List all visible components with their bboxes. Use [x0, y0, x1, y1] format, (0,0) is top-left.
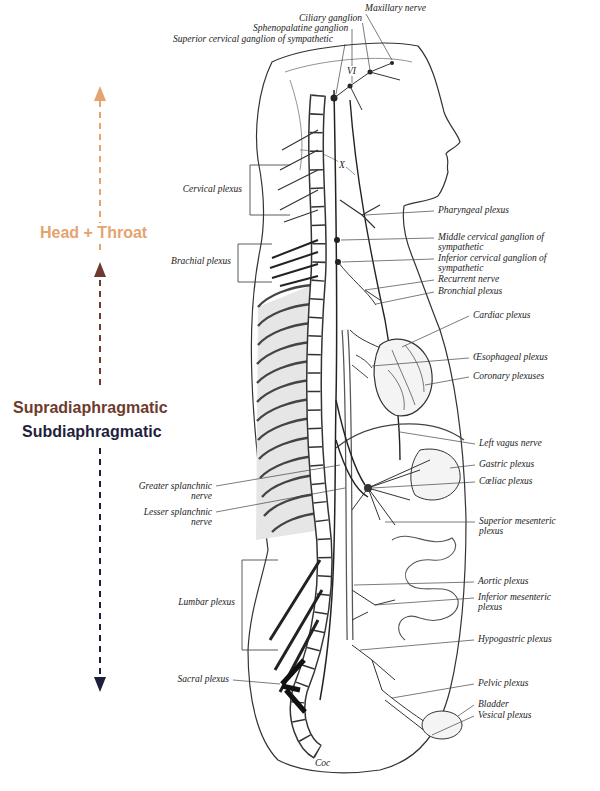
leader-line: [402, 316, 469, 347]
anatomy-label: Inferior cervical ganglion of sympatheti…: [437, 253, 567, 273]
anatomy-label: Lumbar plexus: [177, 597, 236, 607]
region-label: Subdiaphragmatic: [22, 422, 162, 441]
anatomy-label: Recurrent nerve: [437, 274, 500, 284]
stomach: [411, 449, 460, 500]
sacral-nerves: [282, 660, 305, 712]
anatomy-label: Greater splanchnic nerve: [131, 481, 213, 501]
arrow-head: [94, 677, 106, 692]
anatomy-label: Middle cervical ganglion of sympathetic: [437, 232, 567, 252]
leader-line: [458, 705, 474, 716]
anatomy-label: Cardiac plexus: [472, 310, 531, 320]
anatomy-label: Cervical plexus: [182, 184, 243, 194]
arrow-head: [94, 262, 106, 277]
anatomy-label: Superior cervical ganglion of sympatheti…: [172, 34, 334, 44]
coeliac-ganglion: [364, 484, 372, 492]
leader-line: [425, 377, 469, 385]
anatomy-label: X: [338, 160, 346, 170]
diaphragm: [336, 424, 464, 448]
cervical-nerves: [278, 130, 380, 228]
head-nerves: [334, 63, 400, 110]
leader-line: [385, 522, 475, 523]
leader-line: [365, 211, 434, 215]
leader-line: [216, 465, 340, 486]
anatomy-label: Ciliary ganglion: [298, 13, 363, 23]
bracket: [242, 560, 278, 650]
heart: [374, 339, 432, 416]
arrow-head: [94, 86, 106, 101]
leader-line: [216, 488, 345, 512]
anatomy-label: Coc: [314, 758, 331, 768]
leader-line: [376, 292, 434, 304]
splanchnic-nerves: [336, 400, 368, 497]
leader-line: [392, 684, 474, 698]
leader-line: [354, 582, 474, 585]
anatomy-label: Bronchial plexus: [437, 286, 503, 296]
anatomy-label: VI: [346, 66, 357, 76]
leader-line: [336, 44, 345, 94]
anatomy-label: Left vagus nerve: [478, 438, 543, 448]
anatomy-label: Cœliac plexus: [478, 476, 534, 486]
body-outline: [248, 43, 466, 773]
leader-line: [365, 280, 434, 290]
region-label: Supradiaphragmatic: [13, 398, 168, 417]
intestines: [392, 536, 458, 640]
anatomy-label: Superior mesenteric plexus: [478, 516, 575, 536]
leader-line: [360, 640, 474, 650]
anatomy-label: Brachial plexus: [170, 256, 232, 266]
bracket: [250, 165, 290, 215]
anatomy-label: Gastric plexus: [478, 459, 535, 469]
region-arrows: [94, 86, 106, 692]
aorta-lumen: [345, 330, 350, 640]
anatomy-label: Vesical plexus: [477, 710, 533, 720]
sympathetic-chain: [320, 90, 337, 700]
region-label: Head + Throat: [40, 223, 147, 242]
leader-line: [450, 465, 475, 468]
anatomy-label: Sphenopalatine ganglion: [252, 23, 349, 33]
anatomy-label: Maxillary nerve: [364, 3, 427, 13]
leader-line: [372, 482, 475, 488]
leader-line: [342, 259, 434, 262]
dashed-arrow: [99, 448, 101, 678]
ganglia: [331, 61, 395, 265]
anatomy-label: Inferior mesenteric plexus: [477, 592, 574, 612]
oesophageal-lines: [352, 355, 372, 378]
leader-line: [375, 598, 474, 605]
anatomy-label: Pelvic plexus: [477, 678, 529, 688]
leader-line: [362, 20, 370, 70]
coronary-vessels: [388, 345, 424, 410]
leader-lines: [216, 14, 475, 735]
leader-line: [372, 358, 469, 366]
leader-line: [233, 680, 280, 684]
bladder: [422, 711, 462, 739]
anatomy-label: Œsophageal plexus: [472, 352, 549, 362]
anatomy-label: Pharyngeal plexus: [437, 205, 510, 215]
dashed-arrow: [99, 276, 101, 385]
aorta: [345, 330, 350, 640]
coeliac-plexus-lines: [352, 460, 430, 525]
leader-line: [400, 432, 475, 444]
anatomy-label: Aortic plexus: [477, 576, 529, 586]
leader-line: [366, 14, 392, 60]
brachial-nerves: [270, 240, 318, 286]
anatomy-label: Bladder: [477, 699, 510, 709]
brackets: [238, 165, 290, 650]
bracket: [238, 244, 272, 282]
ganglion: [334, 237, 340, 243]
anatomy-label: Sacral plexus: [177, 674, 230, 684]
abdominal-plexus-lines: [352, 590, 395, 690]
anatomy-label: Hypogastric plexus: [477, 634, 553, 644]
anatomy-label: Coronary plexuses: [472, 371, 545, 381]
leader-line: [341, 238, 434, 240]
leader-line: [432, 716, 474, 735]
anatomy-label: Lesser splanchnic nerve: [131, 507, 213, 527]
